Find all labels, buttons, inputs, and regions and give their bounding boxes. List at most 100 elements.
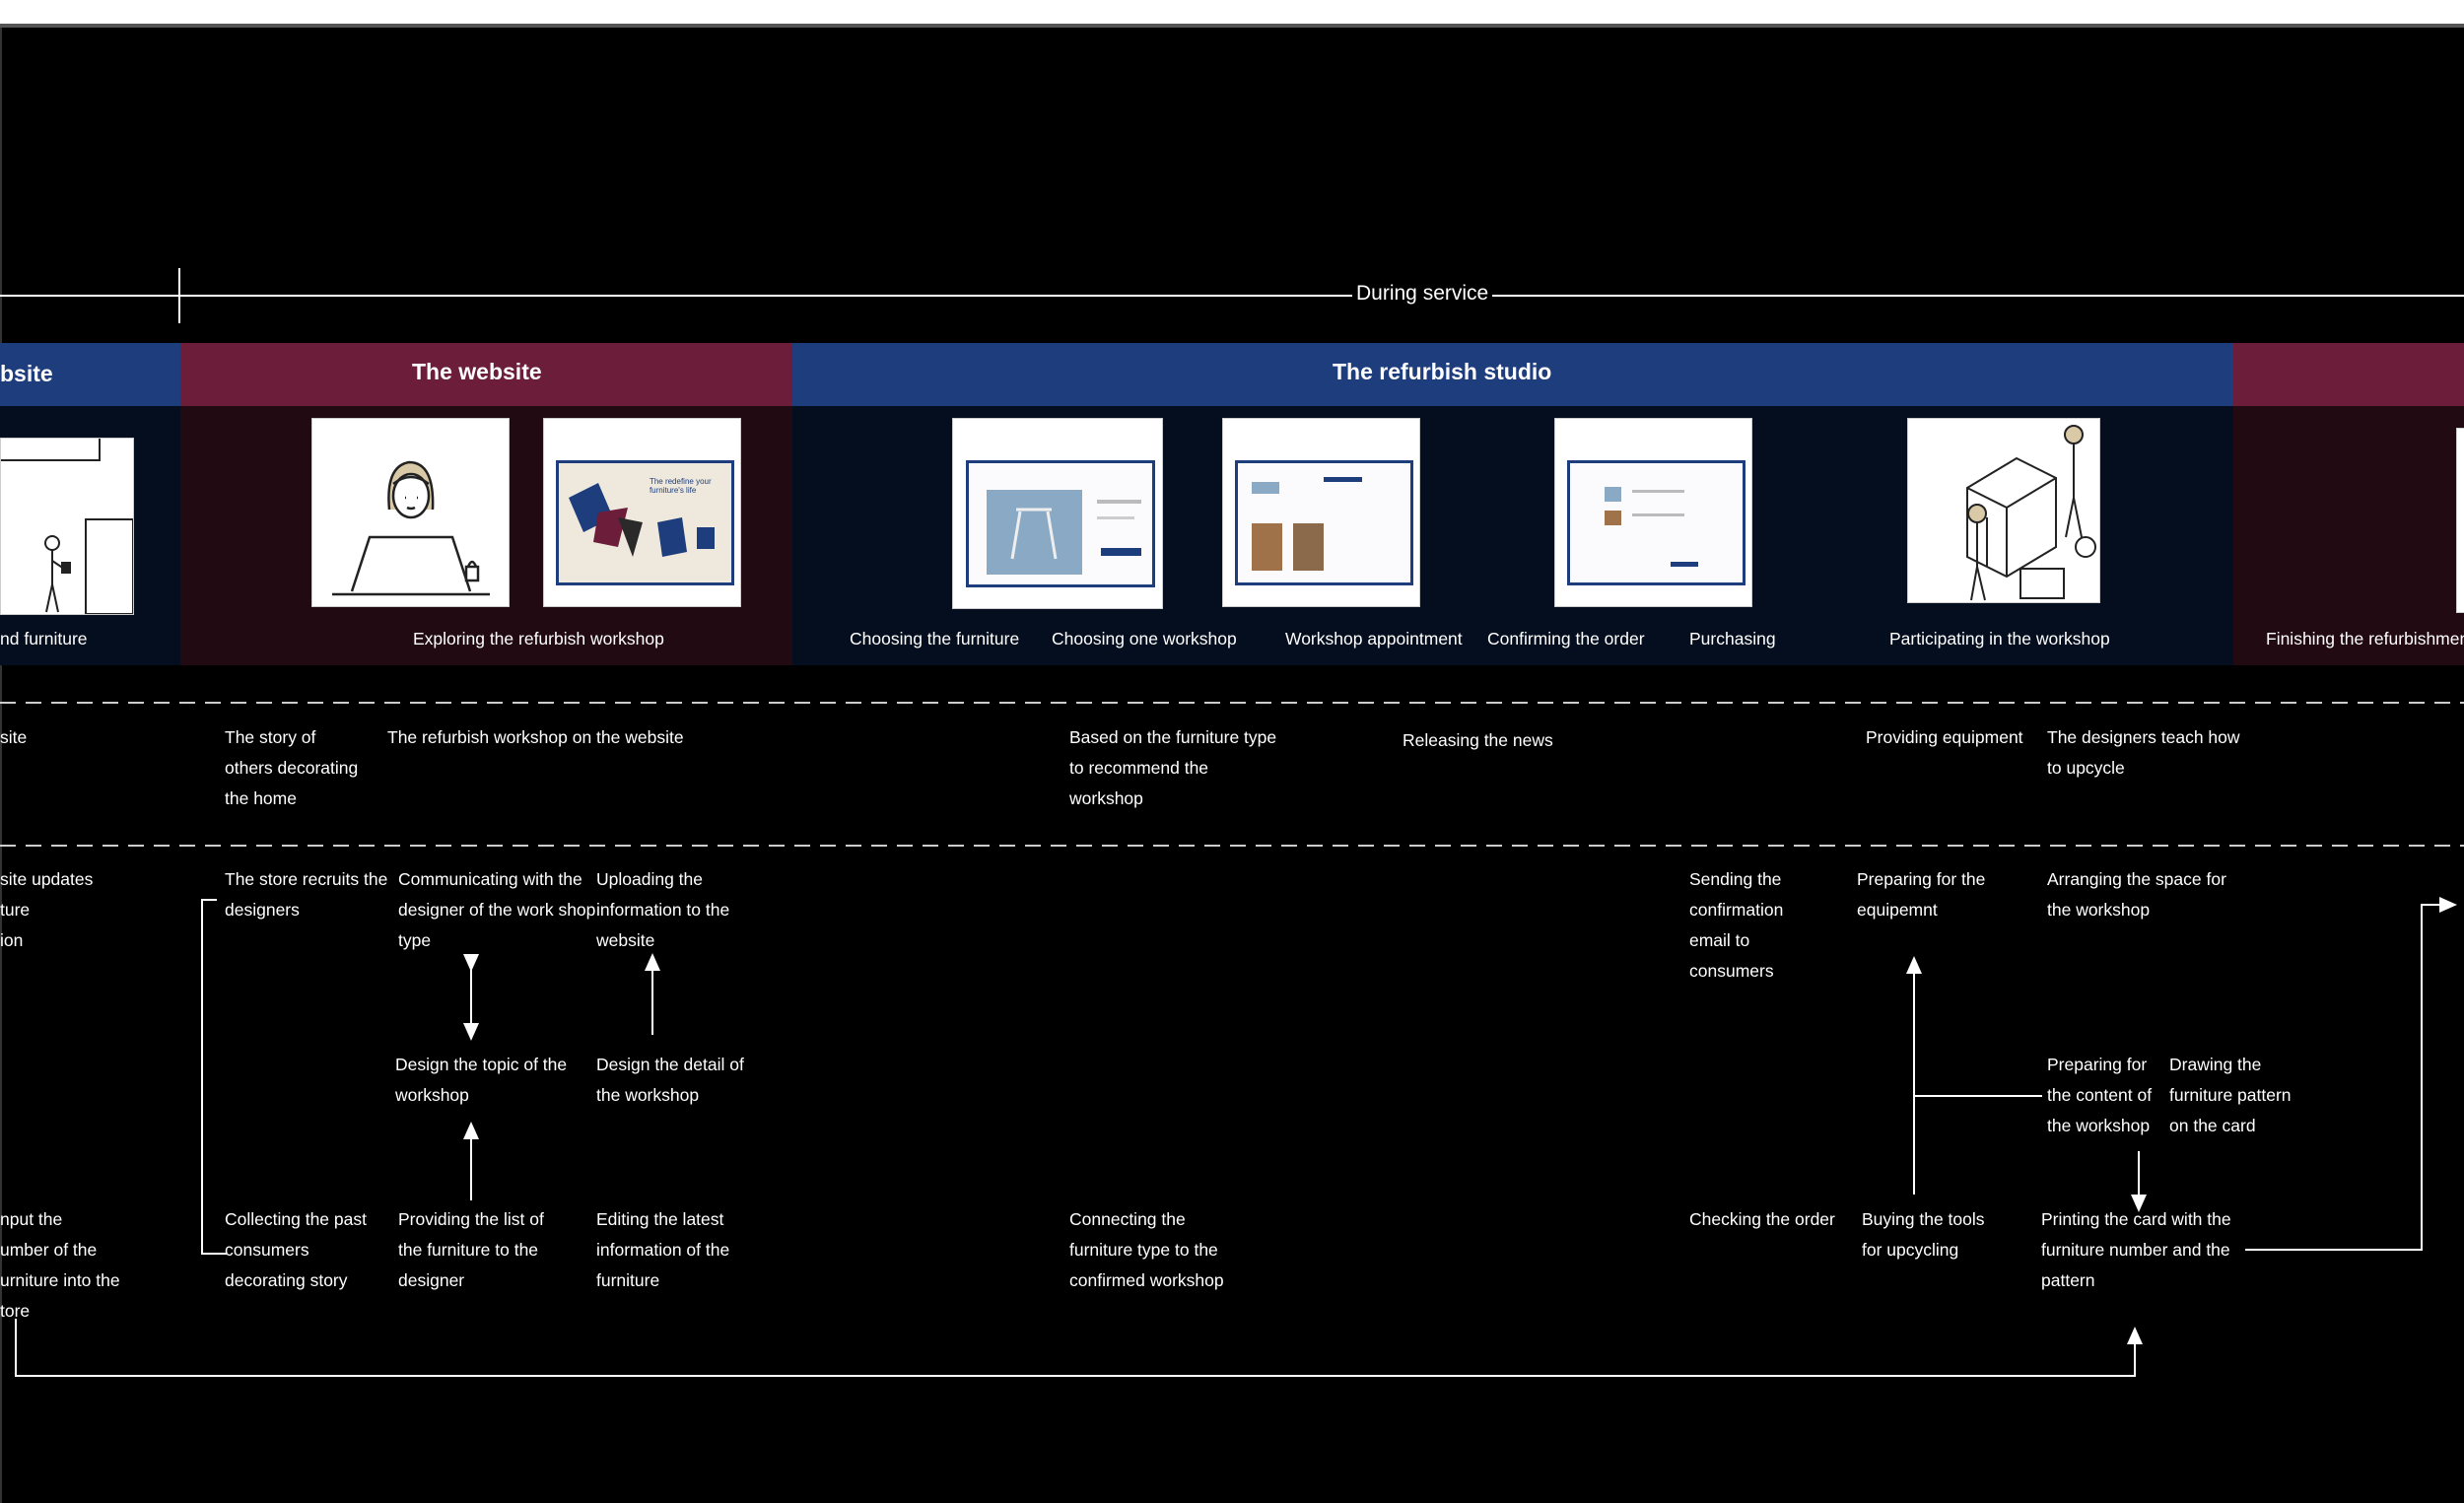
step-label-5: Confirming the order xyxy=(1487,629,1645,649)
support-7-line: pattern xyxy=(2041,1270,2095,1290)
front-1-line: The story of xyxy=(225,727,316,747)
support-3-line: Editing the latest xyxy=(596,1209,724,1229)
illustration-door-card xyxy=(0,438,134,615)
screen-choosing-workshop-card xyxy=(1222,418,1420,607)
support-3-line: furniture xyxy=(596,1270,660,1290)
edge-card xyxy=(2456,428,2464,613)
back-9-line: Preparing for xyxy=(2047,1055,2148,1074)
workshop-participants-illustration xyxy=(1966,425,2096,601)
front-3-line: workshop xyxy=(1069,788,1143,808)
step-label-8: Finishing the refurbishment xyxy=(2266,629,2464,649)
screen-choosing-workshop xyxy=(1234,459,1414,586)
person-at-door-illustration xyxy=(1,439,133,614)
back-8-line: Design the detail of xyxy=(596,1055,744,1074)
back-3-line: information to the xyxy=(596,900,730,920)
support-4-line: furniture type to the xyxy=(1069,1240,1218,1260)
support-3-line: information of the xyxy=(596,1240,730,1260)
lane-header-website xyxy=(180,343,792,406)
support-7-line: Printing the card with the xyxy=(2041,1209,2231,1229)
back-10-line: Drawing the xyxy=(2169,1055,2262,1074)
back-9-line: the workshop xyxy=(2047,1116,2151,1135)
support-5: Checking the order xyxy=(1689,1209,1835,1229)
screen-confirm-order-card xyxy=(1554,418,1752,607)
back-7-line: Design the topic of the xyxy=(395,1055,568,1074)
step-label-0: nd furniture xyxy=(0,629,88,649)
support-0-line: urniture into the xyxy=(0,1270,120,1290)
front-3-line: to recommend the xyxy=(1069,758,1209,778)
person-laptop-illustration xyxy=(332,460,490,596)
back-7-line: workshop xyxy=(395,1085,469,1105)
screen-confirm-order xyxy=(1566,459,1746,586)
top-bar xyxy=(0,0,2464,24)
hero-shapes xyxy=(568,482,715,557)
lane-panel-next xyxy=(2233,406,2464,665)
stool-icon xyxy=(1010,508,1058,560)
phase-label: During service xyxy=(1352,282,1493,306)
back-4-line: consumers xyxy=(1689,961,1774,981)
front-6-line: The designers teach how xyxy=(2047,727,2240,747)
support-6-line: for upcycling xyxy=(1862,1240,1959,1260)
illustration-workshop-card xyxy=(1907,418,2100,603)
lane-header-next xyxy=(2233,343,2464,406)
support-7-line: furniture number and the xyxy=(2041,1240,2230,1260)
support-4-line: Connecting the xyxy=(1069,1209,1186,1229)
front-6-line: to upcycle xyxy=(2047,758,2125,778)
illustration-laptop-card xyxy=(311,418,510,607)
stool-photo xyxy=(987,490,1083,576)
website-hero-card: The redefine your furniture's life xyxy=(543,418,741,607)
front-1-line: the home xyxy=(225,788,297,808)
store-to-print-arrow xyxy=(15,1319,2143,1377)
front-3-line: Based on the furniture type xyxy=(1069,727,1277,747)
hero-headline: The redefine your furniture's life xyxy=(649,476,712,495)
support-0-line: nput the xyxy=(0,1209,63,1229)
lane-title-studio: The refurbish studio xyxy=(1333,359,1552,384)
step-label-1: Exploring the refurbish workshop xyxy=(413,629,664,649)
screen-choosing-furniture-card xyxy=(952,418,1163,609)
back-4-line: confirmation xyxy=(1689,900,1784,920)
front-4: Releasing the news xyxy=(1403,730,1553,750)
step-label-7: Participating in the workshop xyxy=(1889,629,2110,649)
support-1-line: Collecting the past xyxy=(225,1209,367,1229)
back-1-line: The store recruits the xyxy=(225,869,388,889)
back-8-line: the workshop xyxy=(596,1085,700,1105)
support-2-line: designer xyxy=(398,1270,465,1290)
front-0: site xyxy=(0,727,28,747)
lane-header-studio xyxy=(792,343,2233,406)
screen-choosing-furniture xyxy=(965,460,1156,588)
support-6-line: Buying the tools xyxy=(1862,1209,1985,1229)
support-2-line: Providing the list of xyxy=(398,1209,544,1229)
lane-header-website-prev xyxy=(0,343,180,406)
support-1-line: decorating story xyxy=(225,1270,348,1290)
back-10-line: on the card xyxy=(2169,1116,2256,1135)
step-label-3: Choosing one workshop xyxy=(1052,629,1237,649)
support-1-line: consumers xyxy=(225,1240,309,1260)
lane-title-prev: bsite xyxy=(0,361,53,386)
back-10-line: furniture pattern xyxy=(2169,1085,2292,1105)
print-to-next-arrow xyxy=(2245,897,2457,1251)
back-4-line: email to xyxy=(1689,930,1750,950)
left-edge xyxy=(0,28,2,1503)
support-0-line: tore xyxy=(0,1301,31,1321)
back-6-line: the workshop xyxy=(2047,900,2151,920)
back-5-line: Preparing for the xyxy=(1857,869,1986,889)
back-3-line: Uploading the xyxy=(596,869,703,889)
back-9-line: the content of xyxy=(2047,1085,2153,1105)
front-2: The refurbish workshop on the website xyxy=(387,727,684,747)
front-5: Providing equipment xyxy=(1866,727,2023,747)
step-label-6: Purchasing xyxy=(1689,629,1776,649)
support-2-line: the furniture to the xyxy=(398,1240,539,1260)
step-label-4: Workshop appointment xyxy=(1285,629,1463,649)
lane-title-website: The website xyxy=(412,359,542,384)
back-5-line: equipemnt xyxy=(1857,900,1938,920)
back-0-line: ion xyxy=(0,930,24,950)
back-2-line: Communicating with the xyxy=(398,869,582,889)
back-1-line: designers xyxy=(225,900,300,920)
website-hero-screen: The redefine your furniture's life xyxy=(555,459,735,586)
recruit-bracket xyxy=(201,899,227,1255)
back-4-line: Sending the xyxy=(1689,869,1782,889)
top-rule xyxy=(0,24,2464,28)
back-6-line: Arranging the space for xyxy=(2047,869,2226,889)
back-2-line: designer of the work shop xyxy=(398,900,596,920)
support-4-line: confirmed workshop xyxy=(1069,1270,1224,1290)
